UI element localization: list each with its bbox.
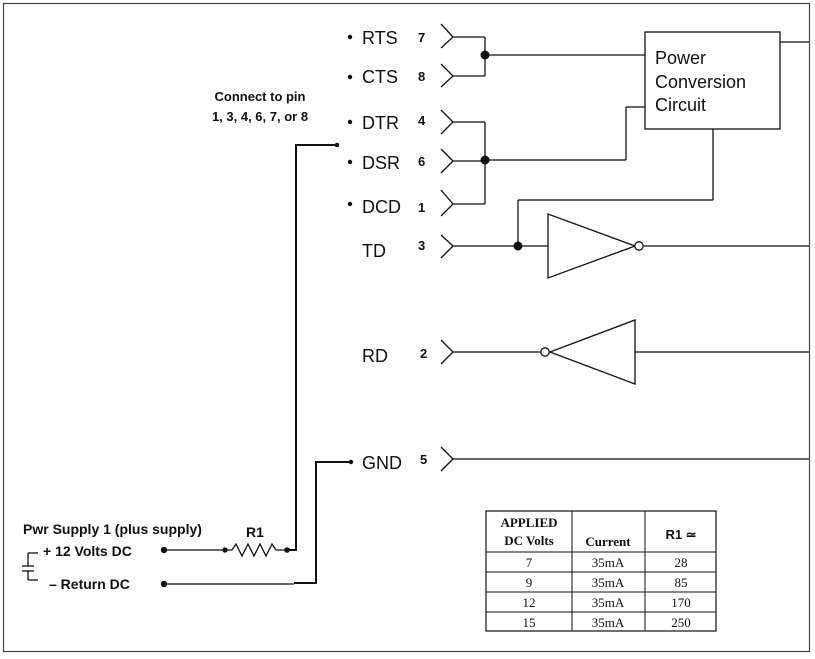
bullet-dtr: [347, 119, 353, 125]
bullet-cts: [347, 74, 353, 80]
plus-terminal: [160, 546, 168, 554]
table-cell-r1: 170: [671, 595, 691, 610]
signal-label-gnd: GND: [362, 453, 402, 473]
table-border: [485, 510, 717, 632]
power-conversion-box: [644, 31, 781, 130]
bullet-dsr: [347, 159, 353, 165]
td-inverter: [547, 213, 637, 279]
junction-rts-cts: [480, 50, 490, 60]
resistor-label: R1: [246, 524, 264, 540]
connect-note-line2: 1, 3, 4, 6, 7, or 8: [212, 109, 308, 124]
resistor-node-right: [284, 547, 290, 553]
table-cell-current: 35mA: [592, 575, 625, 590]
signal-label-cts: CTS: [362, 67, 398, 87]
pin-number-dtr: 4: [418, 113, 426, 128]
power-box-line2: Conversion: [655, 72, 746, 92]
supply-title: Pwr Supply 1 (plus supply): [23, 521, 202, 537]
minus-terminal: [160, 580, 168, 588]
bullet-dcd: [347, 201, 353, 207]
table-cell-current: 35mA: [592, 555, 625, 570]
table-header-r1: R1 ≃: [665, 527, 696, 542]
pin-number-rd: 2: [420, 346, 427, 361]
table-cell-volts: 15: [523, 615, 536, 630]
power-box-to-td: [517, 129, 714, 246]
pin-number-gnd: 5: [420, 452, 427, 467]
bullet-rts: [347, 34, 353, 40]
pin-number-cts: 8: [418, 69, 425, 84]
table-cell-r1: 28: [675, 555, 688, 570]
power-box-line1: Power: [655, 48, 706, 68]
table-cell-current: 35mA: [592, 595, 625, 610]
table-header-current: Current: [585, 534, 631, 549]
supply-wiring: [288, 144, 351, 584]
rd-inverter: [548, 319, 636, 385]
table-cell-current: 35mA: [592, 615, 625, 630]
dtr-dsr-dcd-wiring: [453, 106, 645, 205]
signal-label-rd: RD: [362, 346, 388, 366]
td-inverter-bubble: [634, 241, 644, 251]
pin-number-dsr: 6: [418, 154, 425, 169]
connect-pin-dot: [334, 142, 340, 148]
connect-note-line1: Connect to pin: [215, 89, 306, 104]
junction-td: [513, 241, 523, 251]
connector-chevrons: [440, 23, 454, 472]
power-box-line3: Circuit: [655, 95, 706, 115]
table-cell-volts: 12: [523, 595, 536, 610]
table-cell-volts: 7: [526, 555, 533, 570]
plus-label: + 12 Volts DC: [43, 543, 132, 559]
resistor-r1: [225, 542, 285, 558]
pin-number-td: 3: [418, 238, 425, 253]
signal-label-dtr: DTR: [362, 113, 399, 133]
rd-inverter-bubble: [540, 347, 550, 357]
signal-label-dcd: DCD: [362, 197, 401, 217]
table-header-applied: APPLIED: [500, 515, 557, 530]
signal-label-td: TD: [362, 241, 386, 261]
resistor-table: APPLIED DC Volts Current R1 ≃ 7 35mA 28 …: [485, 510, 717, 632]
minus-label: – Return DC: [49, 576, 130, 592]
battery-icon: [22, 552, 38, 581]
table-cell-r1: 85: [675, 575, 688, 590]
pin-number-dcd: 1: [418, 200, 425, 215]
junction-dtr-dsr-dcd: [480, 155, 490, 165]
pin-number-rts: 7: [418, 30, 425, 45]
table-cell-volts: 9: [526, 575, 533, 590]
table-header-dc-volts: DC Volts: [504, 533, 554, 548]
signal-label-rts: RTS: [362, 28, 398, 48]
table-cell-r1: 250: [671, 615, 691, 630]
signal-label-dsr: DSR: [362, 153, 400, 173]
